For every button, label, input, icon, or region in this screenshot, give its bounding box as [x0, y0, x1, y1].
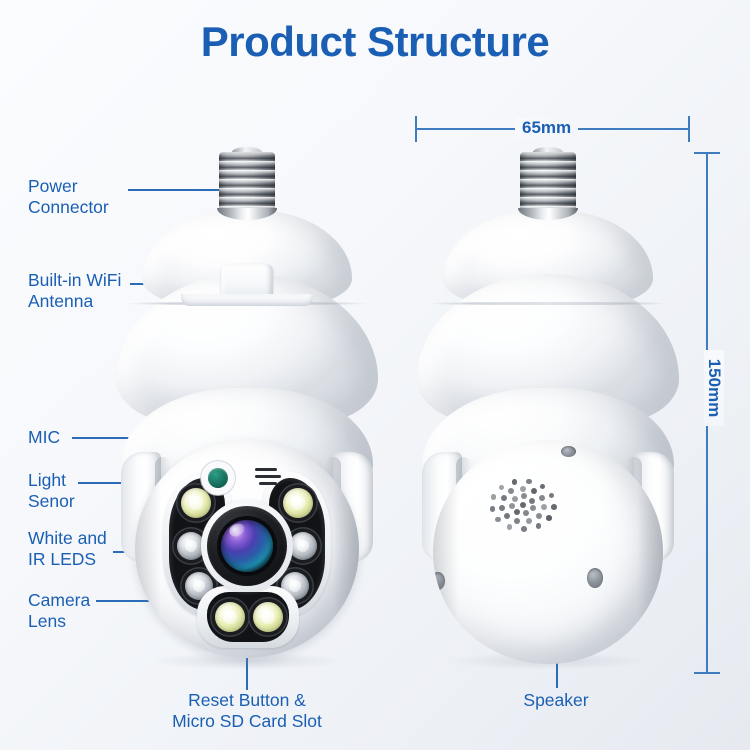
speaker-hole: [512, 496, 518, 502]
ball-shade-right: [333, 440, 359, 658]
speaker-hole: [499, 485, 505, 491]
speaker-hole: [507, 524, 513, 530]
led-core: [223, 610, 236, 623]
e27-screw-base: [219, 152, 275, 214]
speaker-hole: [514, 509, 520, 515]
speaker-hole: [551, 504, 557, 510]
speaker-hole: [523, 510, 529, 516]
speaker-hole: [499, 505, 505, 511]
dome-seam: [426, 302, 670, 305]
led-core: [297, 540, 309, 552]
dome-lip: [181, 294, 313, 306]
speaker-hole: [541, 504, 547, 510]
ball-shade-right: [637, 440, 663, 664]
label-speaker: Speaker: [486, 690, 626, 711]
camera-ball: [135, 440, 359, 658]
speaker-hole: [520, 486, 526, 492]
led-white-left: [181, 488, 211, 518]
speaker-hole: [526, 518, 532, 524]
speaker-hole: [526, 479, 532, 485]
speaker-hole: [530, 505, 536, 511]
speaker-grille: [483, 476, 563, 534]
led-core: [189, 496, 202, 509]
ball-shade-left: [135, 440, 161, 658]
screw-recess-bottom-right: [587, 568, 603, 588]
light-sensor: [208, 468, 228, 488]
led-white-bottom-right: [253, 602, 283, 632]
speaker-hole: [536, 513, 542, 519]
camera-ball-rear: [433, 440, 663, 664]
speaker-hole: [520, 502, 526, 508]
speaker-hole: [540, 484, 546, 490]
label-leds: White and IR LEDS: [28, 528, 107, 570]
speaker-hole: [531, 488, 537, 494]
speaker-hole: [495, 517, 501, 523]
speaker-hole: [514, 518, 520, 524]
e27-screw-base: [520, 152, 576, 214]
label-reset-sd: Reset Button & Micro SD Card Slot: [126, 690, 368, 732]
dimension-label-width: 65mm: [515, 118, 578, 138]
speaker-hole: [539, 495, 545, 501]
led-core: [193, 580, 205, 592]
screw-recess-top-left: [459, 452, 474, 463]
mic-slot: [259, 482, 277, 485]
led-core: [261, 610, 274, 623]
speaker-hole: [490, 506, 496, 512]
speaker-hole: [491, 494, 497, 500]
speaker-hole: [504, 513, 510, 519]
speaker-hole: [501, 495, 507, 501]
label-wifi-antenna: Built-in WiFi Antenna: [28, 270, 121, 312]
led-white-bottom-left: [215, 602, 245, 632]
screw-recess-top-right: [561, 446, 576, 457]
mic-slot: [255, 475, 281, 478]
label-light-sensor: Light Senor: [28, 470, 75, 512]
speaker-hole: [529, 498, 535, 504]
page-title: Product Structure: [0, 18, 750, 66]
led-white-right: [283, 488, 313, 518]
speaker-hole: [521, 526, 527, 532]
led-core: [185, 540, 197, 552]
speaker-hole: [549, 493, 555, 499]
led-core: [291, 496, 304, 509]
speaker-hole: [512, 479, 518, 485]
speaker-hole: [521, 493, 527, 499]
label-camera-lens: Camera Lens: [28, 590, 90, 632]
dimension-label-height: 150mm: [704, 350, 724, 426]
mic-slot: [255, 468, 277, 471]
label-mic: MIC: [28, 427, 60, 448]
speaker-hole: [546, 515, 552, 521]
speaker-hole: [536, 523, 542, 529]
led-ir-right-upper: [289, 532, 317, 560]
speaker-hole: [509, 503, 515, 509]
ball-shade-left: [433, 440, 459, 664]
led-core: [289, 580, 301, 592]
label-power-connector: Power Connector: [28, 176, 109, 218]
speaker-hole: [508, 488, 514, 494]
mic-grille: [255, 466, 281, 490]
